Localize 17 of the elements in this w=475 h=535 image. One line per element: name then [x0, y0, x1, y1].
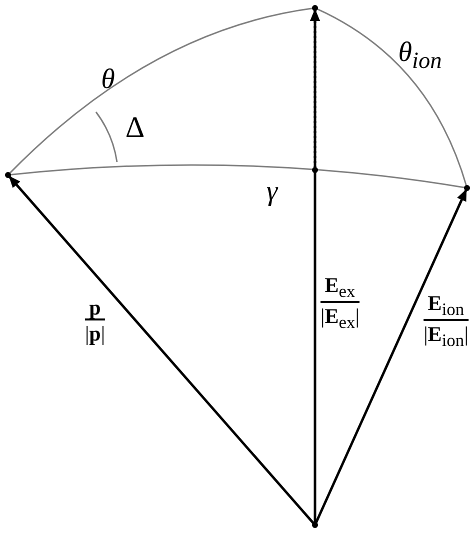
- vector-point: [312, 167, 318, 173]
- arc: [10, 164, 466, 188]
- vector-arrow: [8, 176, 315, 524]
- angle-label: θ: [101, 64, 115, 96]
- vector-point: [5, 172, 11, 178]
- vector-label: E$_{ex}$ |E$_{ex}$|: [320, 272, 360, 332]
- angle-label: γ: [266, 176, 278, 208]
- vector-point: [312, 5, 318, 11]
- arc: [316, 8, 468, 186]
- arc: [8, 8, 314, 174]
- vector-label: E$_{ion}$ |E$_{ion}$|: [424, 290, 468, 350]
- angle-symbol: Δ: [125, 111, 145, 145]
- angle-label: θ$_{ion}$: [398, 37, 442, 75]
- vector-label: p |p|: [84, 294, 106, 345]
- dotted-arrow: [310, 9, 320, 168]
- vector-arrow: [314, 188, 468, 524]
- vector-point: [464, 185, 470, 191]
